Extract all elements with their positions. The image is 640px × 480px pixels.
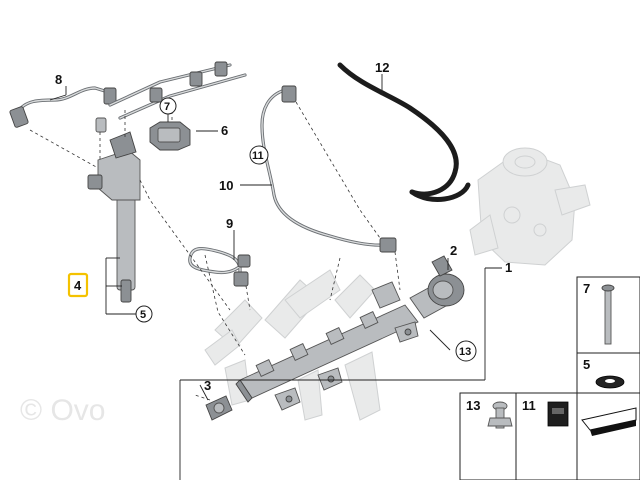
callout-5[interactable]: 5 bbox=[135, 305, 153, 323]
svg-text:13: 13 bbox=[459, 346, 471, 358]
callout-2[interactable]: 2 bbox=[450, 243, 457, 258]
svg-text:1: 1 bbox=[505, 260, 512, 275]
svg-text:7: 7 bbox=[164, 101, 170, 113]
high-pressure-pump bbox=[469, 147, 591, 266]
svg-text:2: 2 bbox=[450, 243, 457, 258]
callout-11[interactable]: 11 bbox=[249, 145, 269, 165]
line-holder-6 bbox=[149, 121, 191, 151]
svg-text:3: 3 bbox=[204, 378, 211, 393]
leader-lines bbox=[49, 74, 502, 480]
svg-text:5: 5 bbox=[140, 309, 146, 321]
pressure-regulator bbox=[409, 255, 465, 319]
svg-text:4: 4 bbox=[74, 278, 82, 293]
callout-9[interactable]: 9 bbox=[226, 216, 233, 231]
svg-text:8: 8 bbox=[55, 72, 62, 87]
fuel-line-10 bbox=[260, 85, 397, 253]
callout-10[interactable]: 10 bbox=[219, 178, 233, 193]
assembly-lines bbox=[29, 101, 401, 401]
watermark: © Ovo bbox=[20, 394, 105, 427]
legend-item-7[interactable]: 7 bbox=[576, 276, 640, 354]
callout-8[interactable]: 8 bbox=[55, 72, 62, 87]
svg-text:10: 10 bbox=[219, 178, 233, 193]
fuel-rail bbox=[204, 269, 419, 421]
svg-text:11: 11 bbox=[252, 150, 264, 162]
legend-item-5[interactable]: 5 bbox=[576, 352, 640, 394]
injector bbox=[87, 117, 141, 303]
callout-7[interactable]: 7 bbox=[159, 97, 177, 115]
callout-3[interactable]: 3 bbox=[204, 378, 211, 393]
callout-12[interactable]: 12 bbox=[375, 60, 389, 75]
callout-1[interactable]: 1 bbox=[505, 260, 512, 275]
injector-line-upper bbox=[108, 61, 247, 120]
legend-item-wedge[interactable] bbox=[576, 392, 640, 480]
svg-text:9: 9 bbox=[226, 216, 233, 231]
svg-text:5: 5 bbox=[583, 357, 590, 372]
legend-item-11[interactable]: 11 bbox=[515, 392, 578, 480]
svg-text:13: 13 bbox=[466, 398, 480, 413]
injector-line-9 bbox=[188, 247, 251, 287]
callout-13[interactable]: 13 bbox=[455, 340, 477, 362]
svg-text:6: 6 bbox=[221, 123, 228, 138]
callout-6[interactable]: 6 bbox=[221, 123, 228, 138]
callout-4[interactable]: 4 bbox=[67, 272, 89, 298]
legend-item-13[interactable]: 13 bbox=[459, 392, 517, 480]
return-hose bbox=[337, 62, 471, 202]
injector-line-8 bbox=[9, 86, 117, 128]
svg-text:12: 12 bbox=[375, 60, 389, 75]
svg-text:7: 7 bbox=[583, 281, 590, 296]
svg-text:11: 11 bbox=[522, 398, 536, 413]
